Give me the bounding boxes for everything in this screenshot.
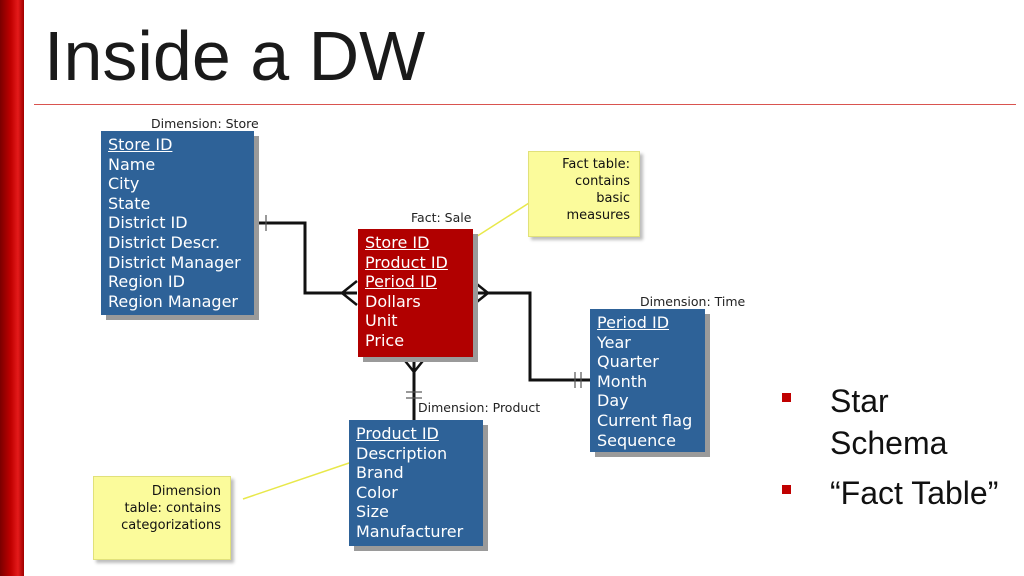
fact-table-note: Fact table: contains basic measures (528, 151, 640, 237)
crowfoot-time-side (472, 280, 491, 306)
sale-field-period-id: Period ID (365, 272, 438, 292)
bullet-list: Star Schema “Fact Table” (780, 380, 1010, 522)
product-field-description: Description (356, 443, 448, 463)
time-field-quarter: Quarter (597, 352, 659, 372)
time-caption: Dimension: Time (640, 294, 746, 309)
time-dimension-table: Period ID Year Quarter Month Day Current… (590, 309, 705, 452)
store-sale-line (255, 221, 357, 295)
bullet-item-fact-table: “Fact Table” (780, 472, 1010, 514)
dimension-note-connector (242, 461, 353, 500)
product-field-brand: Brand (356, 463, 404, 483)
fact-note-connector (467, 202, 530, 243)
time-field-month: Month (597, 371, 648, 391)
time-field-period-id: Period ID (597, 313, 670, 332)
fact-note-line-3: basic (596, 191, 630, 206)
store-field-city: City (108, 174, 140, 194)
bullet-item-star-schema: Star Schema (780, 380, 1010, 464)
store-field-store-id: Store ID (108, 135, 173, 154)
sale-field-dollars: Dollars (365, 291, 421, 311)
sale-field-store-id: Store ID (365, 233, 430, 252)
crowfoot-store-side (339, 280, 358, 306)
product-field-product-id: Product ID (356, 424, 439, 443)
time-field-year: Year (597, 332, 631, 352)
sale-field-unit: Unit (365, 311, 398, 331)
sale-field-price: Price (365, 330, 405, 350)
dimension-note-line-3: categorizations (121, 518, 221, 533)
slide-title: Inside a DW (44, 17, 426, 95)
sale-time-line (473, 291, 590, 382)
left-accent-bar (0, 0, 24, 576)
product-field-color: Color (356, 482, 398, 502)
time-field-current-flag: Current flag (597, 410, 693, 430)
fact-note-line-2: contains (574, 174, 630, 189)
store-field-region-manager: Region Manager (108, 291, 238, 311)
store-field-district-descr: District Descr. (108, 232, 221, 252)
sale-field-product-id: Product ID (365, 252, 448, 272)
crowfoot-product-side (401, 356, 427, 375)
title-divider (34, 104, 1016, 105)
store-field-district-id: District ID (108, 213, 188, 233)
product-caption: Dimension: Product (418, 400, 541, 415)
product-field-manufacturer: Manufacturer (356, 521, 464, 541)
fact-note-line-4: measures (566, 208, 630, 223)
sale-caption: Fact: Sale (411, 210, 472, 225)
dimension-table-note: Dimension table: contains categorization… (93, 476, 231, 560)
bullet-marker (782, 393, 791, 402)
store-dimension-table: Store ID Name City State District ID Dis… (101, 131, 254, 315)
time-field-day: Day (597, 391, 629, 411)
store-field-state: State (108, 193, 151, 213)
fact-sale-table: Store ID Product ID Period ID Dollars Un… (358, 229, 473, 357)
product-dimension-table: Product ID Description Brand Color Size … (349, 420, 483, 546)
time-field-sequence: Sequence (597, 430, 676, 450)
store-field-name: Name (108, 154, 156, 174)
store-field-region-id: Region ID (108, 272, 185, 292)
fact-note-line-1: Fact table: (562, 157, 630, 172)
bullet-text: “Fact Table” (830, 475, 999, 511)
dimension-note-line-1: Dimension (151, 484, 221, 499)
store-caption: Dimension: Store (151, 116, 259, 131)
bullet-marker (782, 485, 791, 494)
bullet-text: Star Schema (830, 383, 948, 461)
store-field-district-manager: District Manager (108, 252, 241, 272)
product-field-size: Size (356, 502, 389, 522)
dimension-note-line-2: table: contains (124, 501, 221, 516)
